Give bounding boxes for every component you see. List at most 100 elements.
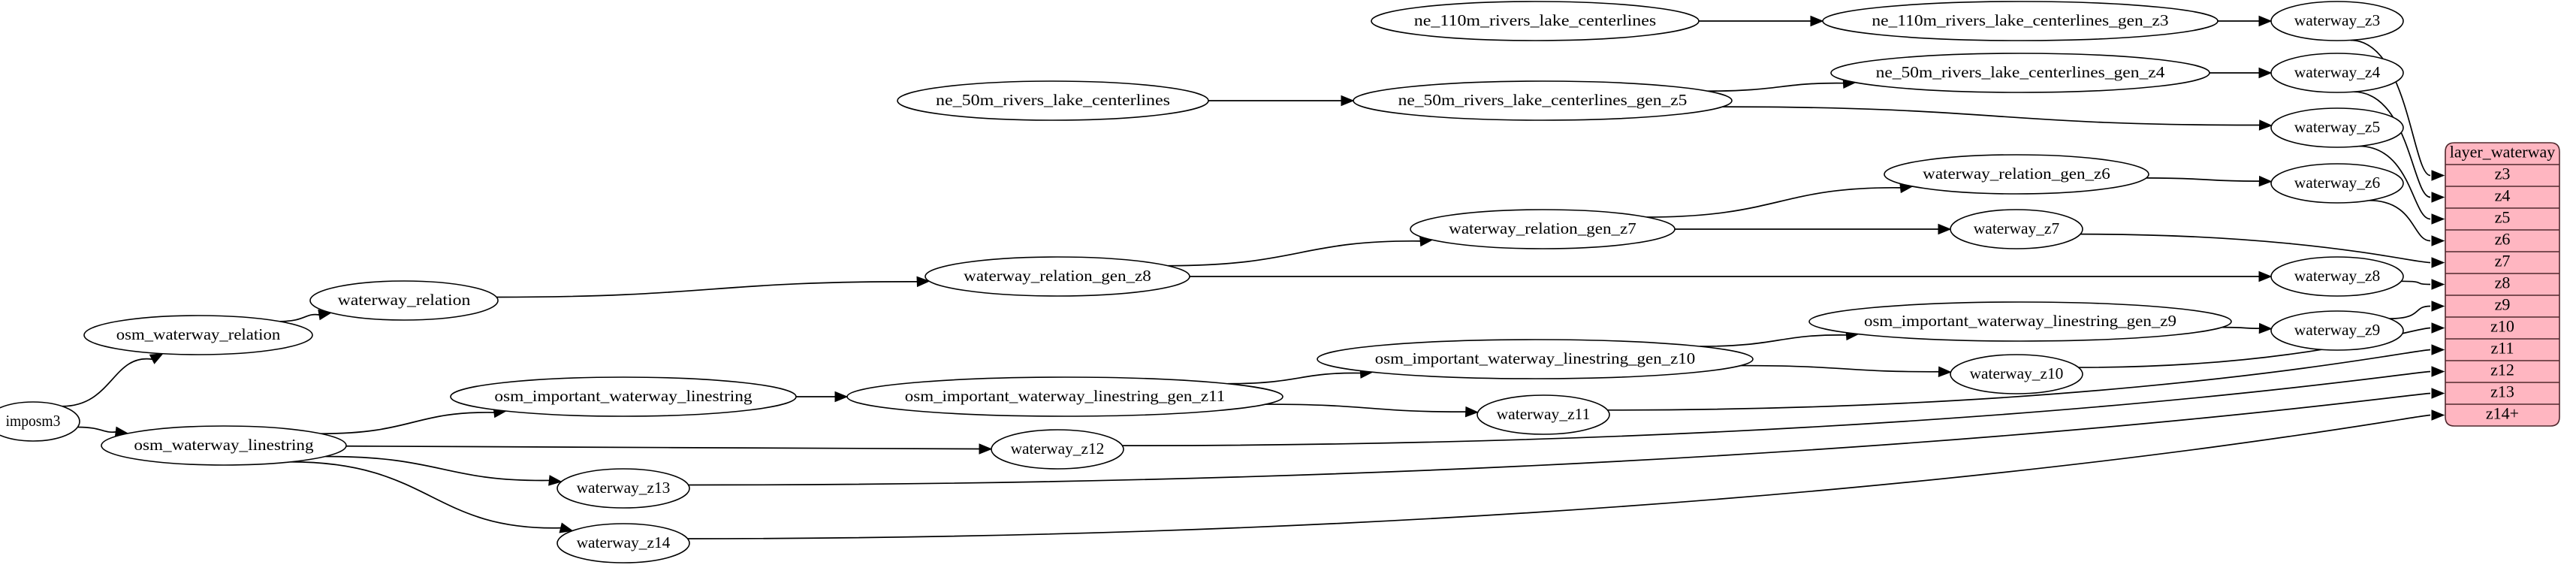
node-ellipse — [1353, 80, 1733, 121]
table-title[interactable]: layer_waterway — [2450, 143, 2555, 162]
arrow-head-icon — [2431, 279, 2445, 290]
edge-osm_waterway_linestring-to-waterway_z13 — [325, 455, 550, 482]
table-row-z3[interactable]: z3 — [2495, 165, 2511, 183]
node-waterway_relation_gen_z8[interactable]: waterway_relation_gen_z8 — [925, 256, 1190, 297]
edge-waterway_relation-to-waterway_relation_gen_z8 — [496, 281, 918, 298]
node-ellipse — [450, 376, 797, 417]
table-row-z13[interactable]: z13 — [2490, 382, 2514, 401]
node-ellipse — [991, 429, 1124, 470]
node-label: ne_50m_rivers_lake_centerlines_gen_z4 — [1876, 63, 2165, 81]
table-row-z7[interactable]: z7 — [2495, 252, 2511, 270]
node-label: imposm3 — [6, 412, 61, 430]
edges-layer — [62, 15, 2445, 539]
table-row-z6[interactable]: z6 — [2495, 230, 2511, 249]
node-waterway_relation[interactable]: waterway_relation — [309, 280, 499, 321]
edge-osm_waterway_relation-to-waterway_relation — [279, 313, 320, 322]
arrow-head-icon — [2431, 344, 2445, 355]
node-osm_waterway_relation[interactable]: osm_waterway_relation — [83, 315, 313, 355]
node-waterway_relation_gen_z6[interactable]: waterway_relation_gen_z6 — [1884, 154, 2149, 195]
table-row-z9[interactable]: z9 — [2495, 295, 2511, 314]
node-ellipse — [0, 401, 80, 442]
edge-waterway_z11-to-table-z11 — [1607, 349, 2431, 411]
node-waterway_z3[interactable]: waterway_z3 — [2270, 1, 2404, 41]
edge-osm_waterway_linestring-to-waterway_z12 — [345, 445, 980, 450]
node-label: waterway_relation_gen_z7 — [1449, 219, 1636, 237]
edge-osm_important_waterway_linestring_gen_z10-to-osm_important_waterway_linestring_gen_z9 — [1700, 334, 1847, 347]
node-waterway_z5[interactable]: waterway_z5 — [2270, 107, 2404, 148]
node-label: waterway_relation_gen_z8 — [964, 267, 1151, 285]
node-ne_110m_rivers_lake_centerlines_gen_z3[interactable]: ne_110m_rivers_lake_centerlines_gen_z3 — [1822, 1, 2219, 41]
arrow-head-icon — [1810, 15, 1824, 27]
arrow-head-icon — [2258, 322, 2273, 334]
node-ellipse — [83, 315, 313, 355]
edge-waterway_z14-to-table-z14+ — [687, 414, 2431, 539]
edge-waterway_z13-to-table-z13 — [688, 392, 2431, 486]
edge-waterway_z8-to-table-z8 — [2401, 280, 2431, 286]
node-label: waterway_z6 — [2294, 174, 2380, 192]
node-waterway_z4[interactable]: waterway_z4 — [2270, 53, 2404, 93]
edge-waterway_relation_gen_z8-to-waterway_relation_gen_z7 — [1167, 240, 1421, 267]
node-label: osm_important_waterway_linestring_gen_z1… — [905, 387, 1225, 405]
node-osm_important_waterway_linestring[interactable]: osm_important_waterway_linestring — [450, 376, 797, 417]
node-osm_important_waterway_linestring_gen_z9[interactable]: osm_important_waterway_linestring_gen_z9 — [1808, 301, 2232, 342]
edge-waterway_z9-to-table-z9 — [2389, 305, 2431, 319]
node-waterway_relation_gen_z7[interactable]: waterway_relation_gen_z7 — [1410, 209, 1676, 249]
arrow-head-icon — [2431, 301, 2445, 312]
node-label: waterway_z14 — [577, 533, 671, 551]
table-row-z4[interactable]: z4 — [2495, 186, 2511, 205]
node-ellipse — [557, 468, 690, 509]
arrow-head-icon — [2431, 257, 2445, 268]
node-waterway_z10[interactable]: waterway_z10 — [1950, 354, 2083, 394]
node-label: osm_waterway_linestring — [134, 436, 314, 454]
node-ellipse — [309, 280, 499, 321]
node-waterway_z11[interactable]: waterway_z11 — [1477, 394, 1610, 435]
table-row-z14+[interactable]: z14+ — [2486, 404, 2519, 423]
node-waterway_z14[interactable]: waterway_z14 — [557, 523, 690, 563]
table-row-z11[interactable]: z11 — [2491, 339, 2514, 358]
edge-waterway_z5-to-table-z5 — [2358, 145, 2431, 220]
table-row-z5[interactable]: z5 — [2495, 208, 2511, 227]
arrow-head-icon — [834, 391, 849, 403]
node-imposm3[interactable]: imposm3 — [0, 401, 80, 442]
node-ellipse — [1477, 394, 1610, 435]
arrow-head-icon — [1464, 406, 1480, 418]
edge-waterway_z6-to-table-z6 — [2369, 199, 2431, 242]
arrow-head-icon — [916, 276, 931, 288]
node-ne_110m_rivers_lake_centerlines[interactable]: ne_110m_rivers_lake_centerlines — [1371, 1, 1700, 41]
node-ellipse — [2270, 107, 2404, 148]
node-osm_important_waterway_linestring_gen_z11[interactable]: osm_important_waterway_linestring_gen_z1… — [846, 376, 1283, 417]
node-ne_50m_rivers_lake_centerlines[interactable]: ne_50m_rivers_lake_centerlines — [897, 80, 1209, 121]
node-label: waterway_z3 — [2294, 11, 2380, 29]
node-waterway_z12[interactable]: waterway_z12 — [991, 429, 1124, 470]
table-row-z8[interactable]: z8 — [2495, 273, 2511, 292]
arrow-head-icon — [2431, 192, 2445, 203]
table-row-z12[interactable]: z12 — [2490, 361, 2514, 379]
node-label: waterway_z5 — [2294, 118, 2380, 136]
arrow-head-icon — [1341, 95, 1355, 107]
edge-osm_important_waterway_linestring_gen_z10-to-waterway_z10 — [1740, 364, 1939, 373]
node-waterway_z6[interactable]: waterway_z6 — [2270, 163, 2404, 204]
arrow-head-icon — [2431, 170, 2445, 181]
arrow-head-icon — [2431, 213, 2445, 225]
edge-imposm3-to-osm_waterway_relation — [62, 358, 152, 407]
node-waterway_z9[interactable]: waterway_z9 — [2270, 310, 2404, 351]
node-osm_important_waterway_linestring_gen_z10[interactable]: osm_important_waterway_linestring_gen_z1… — [1317, 339, 1754, 379]
node-label: waterway_z7 — [1974, 219, 2059, 237]
table-row-z10[interactable]: z10 — [2490, 317, 2514, 336]
node-waterway_z13[interactable]: waterway_z13 — [557, 468, 690, 509]
node-ellipse — [2270, 1, 2404, 41]
node-ellipse — [1950, 209, 2083, 249]
node-ne_50m_rivers_lake_centerlines_gen_z5[interactable]: ne_50m_rivers_lake_centerlines_gen_z5 — [1353, 80, 1733, 121]
arrow-head-icon — [2431, 322, 2445, 334]
edge-waterway_z12-to-table-z12 — [1122, 370, 2431, 447]
node-label: waterway_z10 — [1970, 364, 2064, 382]
node-label: osm_waterway_relation — [116, 325, 281, 343]
node-label: ne_110m_rivers_lake_centerlines_gen_z3 — [1872, 11, 2168, 29]
node-waterway_z8[interactable]: waterway_z8 — [2270, 256, 2404, 297]
node-ellipse — [1410, 209, 1676, 249]
node-waterway_z7[interactable]: waterway_z7 — [1950, 209, 2083, 249]
node-osm_waterway_linestring[interactable]: osm_waterway_linestring — [101, 425, 347, 466]
node-ellipse — [1822, 1, 2219, 41]
node-ne_50m_rivers_lake_centerlines_gen_z4[interactable]: ne_50m_rivers_lake_centerlines_gen_z4 — [1830, 53, 2210, 93]
